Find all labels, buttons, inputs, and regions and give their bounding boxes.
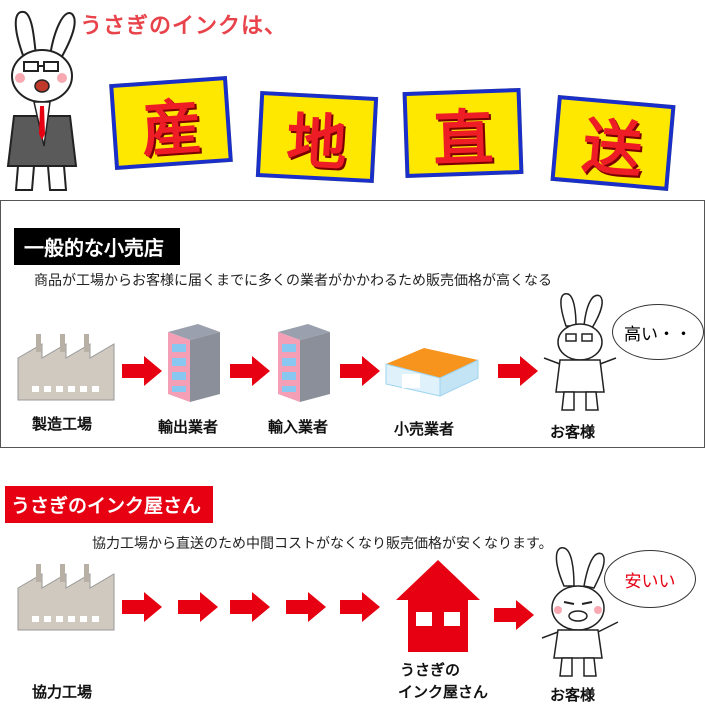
step-label-customer: お客様	[550, 423, 596, 441]
step-label-factory: 製造工場	[32, 415, 93, 433]
rabbit-businessman-icon	[6, 10, 78, 191]
house-icon	[396, 560, 480, 652]
speech-bubble-cheap: 安いい	[604, 550, 696, 608]
big-char-2: 地	[255, 90, 379, 184]
big-char-3: 直	[402, 87, 524, 179]
step-label-customer-2: お客様	[550, 686, 596, 704]
headline: うさぎのインクは、	[80, 14, 288, 39]
step-label-retailer: 小売業者	[394, 420, 455, 438]
step-label-partner-factory: 協力工場	[32, 683, 93, 701]
step-label-usagi-line2: インク屋さん	[398, 683, 489, 701]
building-icon	[168, 324, 220, 402]
usagi-shop-tag: うさぎのインク屋さん	[5, 486, 214, 523]
arrow-icon	[498, 356, 538, 386]
factory-icon	[17, 334, 115, 401]
arrow-icon	[230, 592, 270, 622]
general-retail-description: 商品が工場からお客様に届くまでに多くの業者がかかわるため販売価格が高くなる	[34, 273, 552, 289]
step-label-usagi-line1: うさぎの	[400, 661, 461, 679]
arrow-icon	[340, 592, 380, 622]
general-retail-panel	[0, 200, 705, 448]
arrow-icon	[122, 356, 162, 386]
warehouse-icon	[385, 348, 479, 397]
arrow-icon	[494, 600, 534, 630]
building-icon	[278, 324, 330, 402]
rabbit-happy-icon	[541, 547, 619, 677]
usagi-shop-description: 協力工場から直送のため中間コストがなくなり販売価格が安くなります。	[92, 536, 553, 552]
big-char-1: 産	[109, 75, 233, 171]
arrow-icon	[230, 356, 270, 386]
big-char-4: 送	[550, 95, 676, 191]
step-label-importer: 輸入業者	[268, 418, 329, 436]
speech-bubble-expensive: 高い・・	[612, 304, 704, 360]
step-label-exporter: 輸出業者	[158, 418, 219, 436]
arrow-icon	[286, 592, 326, 622]
arrow-icon	[340, 356, 380, 386]
rabbit-customer-icon	[543, 293, 617, 411]
arrow-icon	[178, 592, 218, 622]
factory-icon	[17, 564, 115, 631]
general-retail-tag: 一般的な小売店	[14, 228, 180, 265]
arrow-icon	[122, 592, 162, 622]
